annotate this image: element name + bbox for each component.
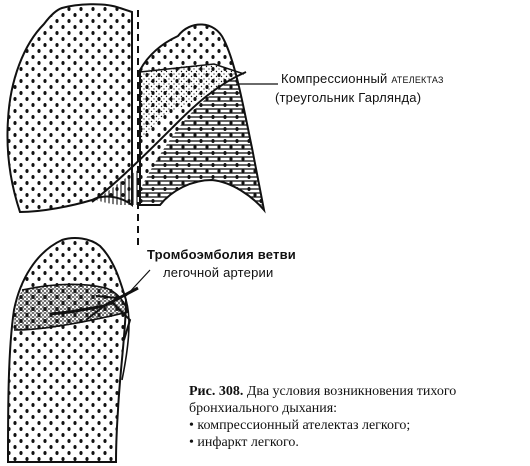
- infarct-border-top: [21, 283, 129, 313]
- figure-number: Рис. 308.: [189, 384, 244, 399]
- atelectasis-hatching: [140, 74, 262, 208]
- atelectasis-boundary: [91, 71, 247, 203]
- base-vertical-hatching: [96, 170, 140, 205]
- infarct-border-bottom: [13, 311, 129, 331]
- lower-lung: [6, 237, 128, 463]
- garland-triangle-label: (треугольник Гарлянда): [275, 90, 422, 105]
- garland-triangle: [140, 64, 242, 140]
- upper-left-lung: [6, 3, 133, 214]
- caption-item: • инфаркт легкого.: [189, 435, 299, 450]
- caption-item: • компрессионный ателектаз легкого;: [189, 418, 411, 433]
- artery-branch: [49, 286, 139, 316]
- caption-title-line: Рис. 308. Два условия возникновения тихо…: [189, 383, 527, 400]
- atelectasis-label-suffix: ателектаз: [391, 71, 444, 86]
- band-edge: [139, 63, 245, 75]
- atelectasis-label: Компрессионный ателектаз: [281, 71, 444, 87]
- embolism-label-line1: Тромбоэмболия ветви: [147, 247, 296, 262]
- caption-title-part1: Два условия возникновения тихого: [243, 384, 457, 399]
- figure-caption: Рис. 308. Два условия возникновения тихо…: [189, 383, 527, 451]
- embolism-pointer: [125, 269, 151, 297]
- embolism-label-line2: легочной артерии: [163, 265, 274, 280]
- atelectasis-label-prefix: Компрессионный: [281, 71, 392, 86]
- caption-title-part2: бронхиального дыхания:: [189, 401, 338, 416]
